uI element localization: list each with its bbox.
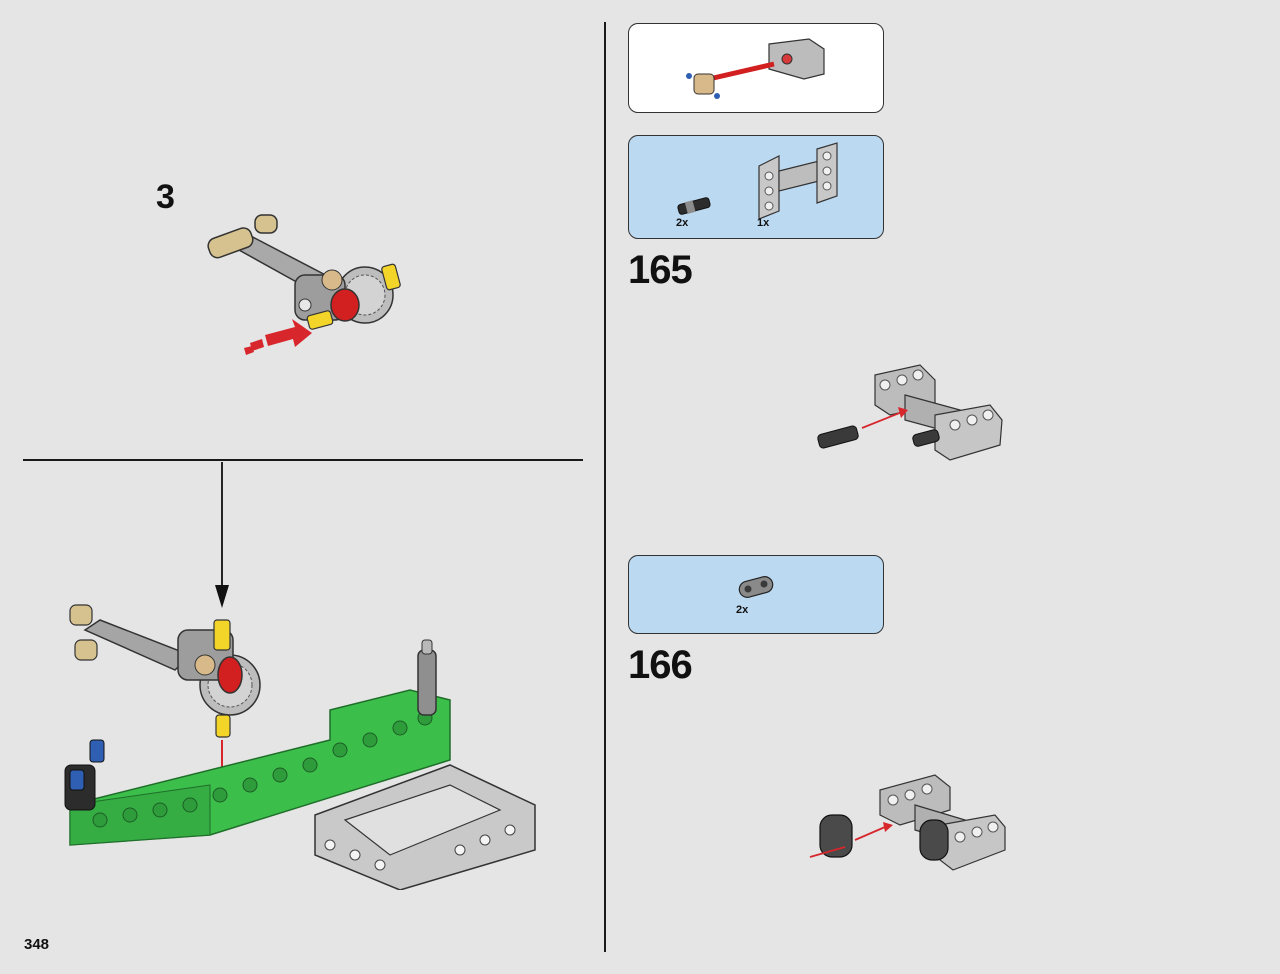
main-assembly-illustration [64, 462, 536, 890]
part-qty-pin: 2x [676, 217, 689, 229]
step-166-parts-callout: 2x [628, 555, 884, 634]
h-frame-beam-part-icon [758, 142, 838, 220]
step-165-parts-callout: 2x 1x [628, 135, 884, 239]
page-number: 348 [24, 936, 50, 953]
horizontal-divider [23, 459, 583, 461]
step-166-illustration [809, 774, 1006, 871]
step-number-166: 166 [628, 643, 693, 687]
double-connector-part-icon [738, 576, 774, 598]
differential-subassembly-illustration [207, 214, 401, 355]
part-qty-connector: 2x [736, 604, 749, 616]
step-number-165: 165 [628, 248, 693, 292]
subassembly-preview-box [628, 23, 884, 113]
step-165-illustration [817, 364, 1003, 461]
vertical-divider [604, 22, 606, 952]
part-qty-frame: 1x [757, 217, 770, 229]
pin-with-bush-part-icon [677, 197, 711, 215]
rear-axle-preview-illustration [686, 38, 825, 99]
substep-number: 3 [156, 178, 175, 216]
